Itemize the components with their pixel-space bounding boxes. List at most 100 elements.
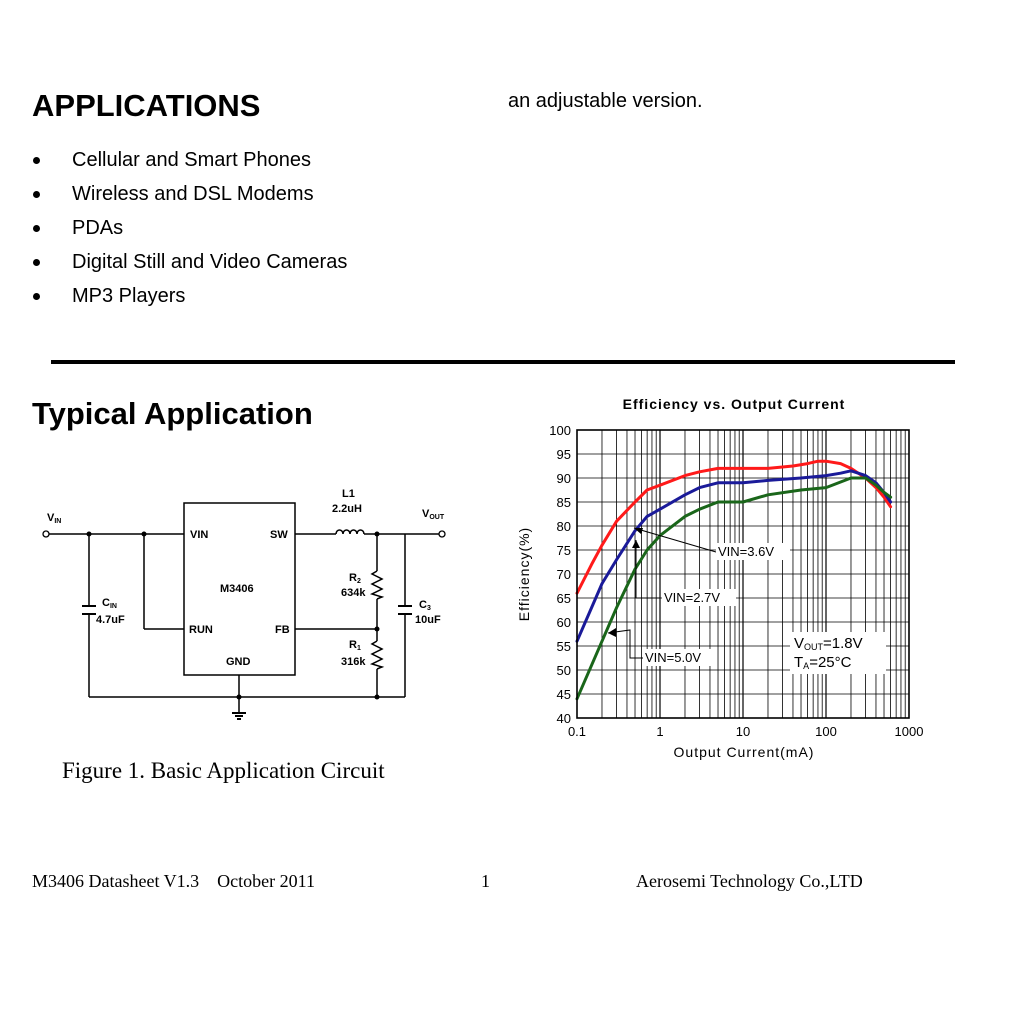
x-tick-label: 0.1 xyxy=(568,724,586,739)
y-tick-label: 70 xyxy=(557,567,571,582)
chart-series xyxy=(575,459,893,701)
c3-name-label: C3 xyxy=(419,599,431,612)
r2-name-label: R2 xyxy=(349,572,361,585)
x-tick-label: 1000 xyxy=(895,724,924,739)
label-vin36-bg xyxy=(716,543,790,560)
y-tick-label: 40 xyxy=(557,711,571,726)
typical-application-heading: Typical Application xyxy=(32,396,313,431)
vout-label: VOUT xyxy=(422,508,445,521)
vout-condition: VOUT=1.8V xyxy=(794,635,863,652)
bullet-icon xyxy=(33,157,40,164)
list-item: PDAs xyxy=(32,215,347,249)
application-circuit-diagram: VIN SW RUN FB GND M3406 VIN VOUT L1 2.2u… xyxy=(42,488,446,720)
circuit-wires xyxy=(46,533,442,713)
bullet-icon xyxy=(33,293,40,300)
label-vin-5-0v: VIN=5.0V xyxy=(645,650,701,665)
vin-terminal xyxy=(42,530,50,538)
ic-chip xyxy=(183,502,296,676)
ground-icon xyxy=(232,712,246,720)
y-tick-label: 95 xyxy=(557,447,571,462)
footer-date: October 2011 xyxy=(217,871,315,891)
y-tick-label: 55 xyxy=(557,639,571,654)
bullet-icon xyxy=(33,259,40,266)
efficiency-chart: Efficiency vs. Output Current 40 45 50 55 60… xyxy=(516,396,924,760)
y-tick-label: 75 xyxy=(557,543,571,558)
x-tick-label: 100 xyxy=(815,724,837,739)
y-tick-label: 85 xyxy=(557,495,571,510)
capacitor-c3-symbol xyxy=(398,605,412,615)
list-item: MP3 Players xyxy=(32,283,347,317)
r1-name-label: R1 xyxy=(349,639,361,652)
pin-run-label: RUN xyxy=(189,624,213,636)
conditions-box xyxy=(790,632,886,674)
x-tick-label: 1 xyxy=(656,724,663,739)
figure-caption: Figure 1. Basic Application Circuit xyxy=(62,758,385,783)
list-item: Wireless and DSL Modems xyxy=(32,181,347,215)
c3-value-label: 10uF xyxy=(415,614,441,626)
pin-gnd-label: GND xyxy=(226,656,251,668)
footer-company: Aerosemi Technology Co.,LTD xyxy=(636,871,863,891)
section-divider xyxy=(51,360,955,364)
list-item-text: MP3 Players xyxy=(72,285,186,307)
y-tick-label: 65 xyxy=(557,591,571,606)
list-item: Digital Still and Video Cameras xyxy=(32,249,347,283)
footer-doc-info: M3406 Datasheet V1.3 October 2011 xyxy=(32,871,315,892)
y-tick-label: 80 xyxy=(557,519,571,534)
bullet-icon xyxy=(33,225,40,232)
series-line xyxy=(575,469,893,643)
list-item-text: Cellular and Smart Phones xyxy=(72,149,312,171)
y-tick-label: 45 xyxy=(557,687,571,702)
list-item-text: Wireless and DSL Modems xyxy=(72,183,314,205)
junction-dot xyxy=(236,694,242,700)
junction-dot xyxy=(374,694,380,700)
list-item-text: Digital Still and Video Cameras xyxy=(72,251,348,273)
cin-value-label: 4.7uF xyxy=(96,614,125,626)
series-line xyxy=(575,476,893,701)
y-tick-label: 100 xyxy=(549,423,571,438)
chart-grid xyxy=(577,430,909,718)
label-vin-3-6v: VIN=3.6V xyxy=(718,544,774,559)
annotation-arrows xyxy=(607,527,717,659)
resistor-r2-symbol xyxy=(369,570,385,600)
y-tick-labels: 40 45 50 55 60 65 70 75 80 85 90 95 100 xyxy=(549,423,571,726)
inductor-value-label: 2.2uH xyxy=(332,503,362,515)
junction-dot xyxy=(374,531,380,537)
vin-label: VIN xyxy=(47,512,61,525)
pin-fb-label: FB xyxy=(275,624,290,636)
label-vin27-bg xyxy=(662,589,736,606)
adjustable-version-text: an adjustable version. xyxy=(508,90,703,112)
label-vin-2-7v: VIN=2.7V xyxy=(664,590,720,605)
list-item-text: PDAs xyxy=(72,217,124,239)
footer-page-number: 1 xyxy=(481,871,490,891)
pin-vin-label: VIN xyxy=(190,529,208,541)
y-axis-label: Efficiency(%) xyxy=(516,527,532,621)
plot-frame xyxy=(576,429,910,719)
y-tick-label: 50 xyxy=(557,663,571,678)
resistor-r1-symbol xyxy=(369,640,385,670)
pin-sw-label: SW xyxy=(270,529,288,541)
junction-dot xyxy=(374,626,380,632)
list-item: Cellular and Smart Phones xyxy=(32,147,347,181)
r1-value-label: 316k xyxy=(341,656,366,668)
footer-doc: M3406 Datasheet V1.3 xyxy=(32,871,200,891)
vout-terminal xyxy=(438,530,446,538)
inductor-name-label: L1 xyxy=(342,488,355,500)
cin-name-label: CIN xyxy=(102,597,117,610)
arrowheads xyxy=(608,528,643,637)
inductor-symbol xyxy=(335,529,365,535)
junction-dot xyxy=(86,531,92,537)
x-axis-label: Output Current(mA) xyxy=(674,744,815,760)
applications-list: Cellular and Smart Phones Wireless and D… xyxy=(32,147,347,317)
y-tick-label: 60 xyxy=(557,615,571,630)
bullet-icon xyxy=(33,191,40,198)
chart-title: Efficiency vs. Output Current xyxy=(623,396,846,412)
applications-heading: APPLICATIONS xyxy=(32,88,261,123)
junction-dot xyxy=(141,531,147,537)
r2-value-label: 634k xyxy=(341,587,366,599)
y-tick-label: 90 xyxy=(557,471,571,486)
ta-condition: TA=25°C xyxy=(794,654,852,671)
label-vin50-bg xyxy=(643,649,713,666)
capacitor-cin-symbol xyxy=(82,605,96,615)
chip-name-label: M3406 xyxy=(220,583,254,595)
